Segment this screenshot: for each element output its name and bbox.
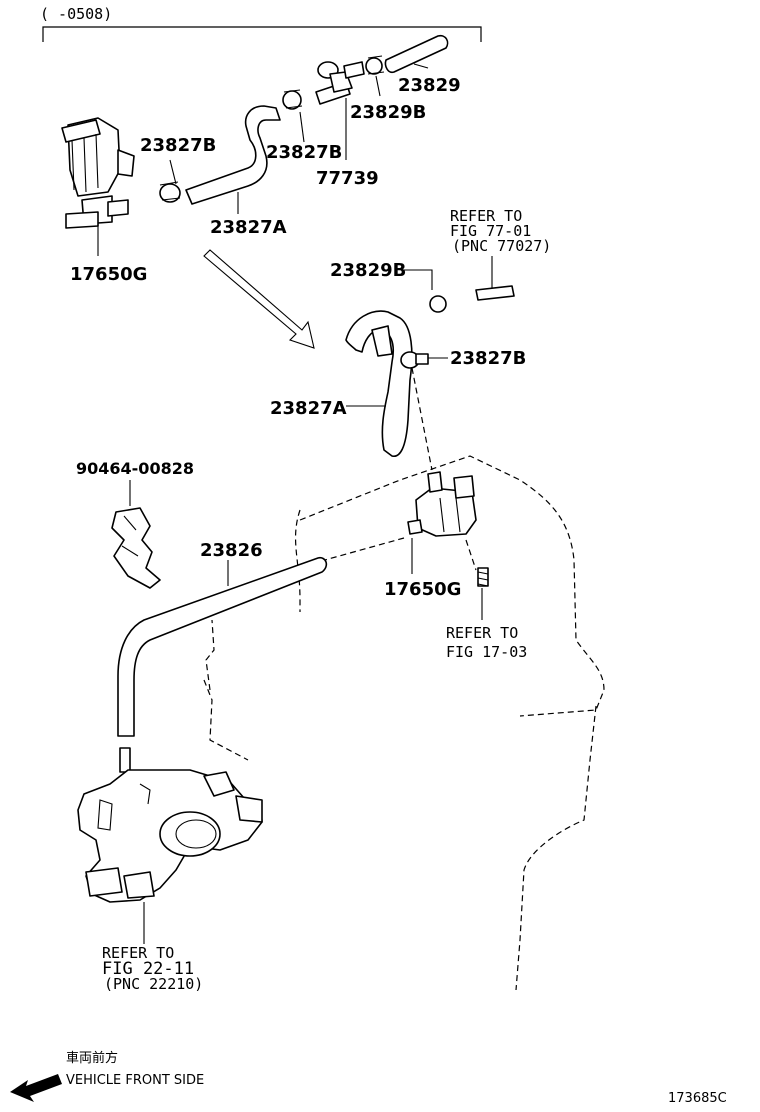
engine-outline-right (515, 705, 597, 991)
engine-outline-lower-left (203, 679, 249, 761)
label-23827a-top: 23827A (210, 217, 287, 238)
hose-clip-top-right[interactable] (365, 55, 385, 75)
engine-outline-mid-left (205, 619, 215, 691)
range-label: ( -0508) (40, 5, 112, 23)
label-17650g-top: 17650G (70, 264, 147, 285)
hose-clip-left[interactable] (159, 181, 181, 203)
front-label-en: VEHICLE FRONT SIDE (66, 1073, 204, 1088)
dash-leader-3 (465, 539, 477, 571)
label-23829b-top: 23829B (350, 102, 426, 123)
ref-fig77-line2: FIG 77-01 (450, 222, 531, 240)
hose-23827a-top[interactable] (185, 105, 281, 205)
check-valve-77739[interactable] (315, 61, 365, 105)
arrow-left-icon (10, 1074, 62, 1102)
hose-23826[interactable] (117, 556, 328, 737)
hose-clip-lower-1[interactable] (429, 295, 447, 313)
label-23827b-lower: 23827B (450, 348, 526, 369)
ref-fig17-line2: FIG 17-03 (446, 643, 527, 661)
engine-outline-left (294, 509, 301, 612)
front-label-jp: 車両前方 (66, 1050, 118, 1066)
ref-fig17-line1: REFER TO (446, 624, 518, 642)
hose-clip-mid[interactable] (282, 89, 303, 110)
illustration-code: 173685C (668, 1091, 727, 1106)
ref-fig22-line3: (PNC 22210) (104, 975, 203, 993)
label-17650g-lower: 17650G (384, 579, 461, 600)
ref-fig22-line2: FIG 22-11 (102, 959, 194, 979)
pipe-stub-77[interactable] (475, 285, 515, 301)
dash-leader-1 (411, 367, 433, 471)
label-23826: 23826 (200, 540, 263, 561)
hose-23829[interactable] (384, 34, 449, 74)
hose-clamp-90464[interactable] (111, 507, 161, 589)
label-23827a-lower: 23827A (270, 398, 347, 419)
direction-arrow-icon (203, 249, 315, 349)
throttle-body[interactable] (77, 747, 263, 903)
range-bracket (42, 26, 482, 42)
label-23827b-left: 23827B (140, 135, 216, 156)
engine-outline-top (299, 455, 605, 717)
ref-fig77-line3: (PNC 77027) (452, 237, 551, 255)
bolt[interactable] (477, 567, 489, 587)
hose-23827a-lower[interactable] (345, 310, 413, 457)
label-77739: 77739 (316, 168, 379, 189)
vsv-valve-top[interactable] (61, 117, 135, 256)
label-90464: 90464-00828 (76, 459, 194, 478)
ref-fig22-line1: REFER TO (102, 944, 174, 962)
label-23829b-lower: 23829B (330, 260, 406, 281)
hose-clip-lower-2[interactable] (400, 351, 429, 369)
label-23829-top: 23829 (398, 75, 461, 96)
label-23827b-mid: 23827B (266, 142, 342, 163)
ref-fig77-line1: REFER TO (450, 207, 522, 225)
vsv-valve-lower[interactable] (407, 471, 477, 537)
